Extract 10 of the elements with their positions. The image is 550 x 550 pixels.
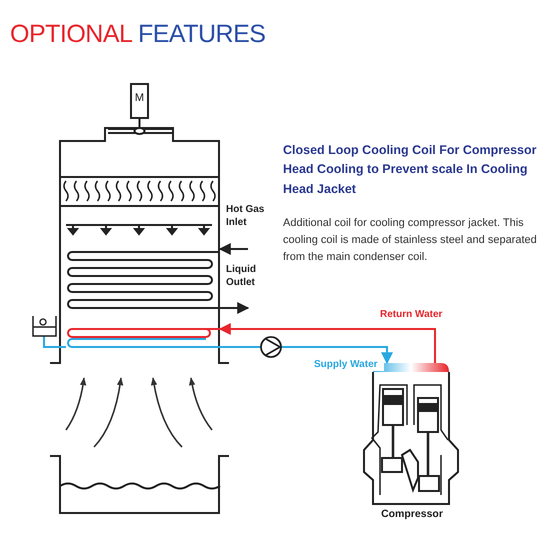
heading: Closed Loop Cooling Coil For Compressor Head Cooling to Prevent scale In Cooling Head Jacket <box>283 142 538 198</box>
pipe-arrow <box>220 346 393 364</box>
arrow <box>218 243 248 255</box>
compressor-label: Compressor <box>380 508 444 520</box>
pipe-arrow <box>218 323 436 363</box>
edge-label: Supply Water <box>314 358 384 371</box>
title: OPTIONAL FEATURES <box>10 20 266 49</box>
arrow <box>220 302 250 314</box>
motor-label: M <box>134 92 146 106</box>
description-text: Additional coil for cooling compressor jacket. This cooling coil is made of stainless steel and separated from the main condenser coil. <box>283 216 538 266</box>
